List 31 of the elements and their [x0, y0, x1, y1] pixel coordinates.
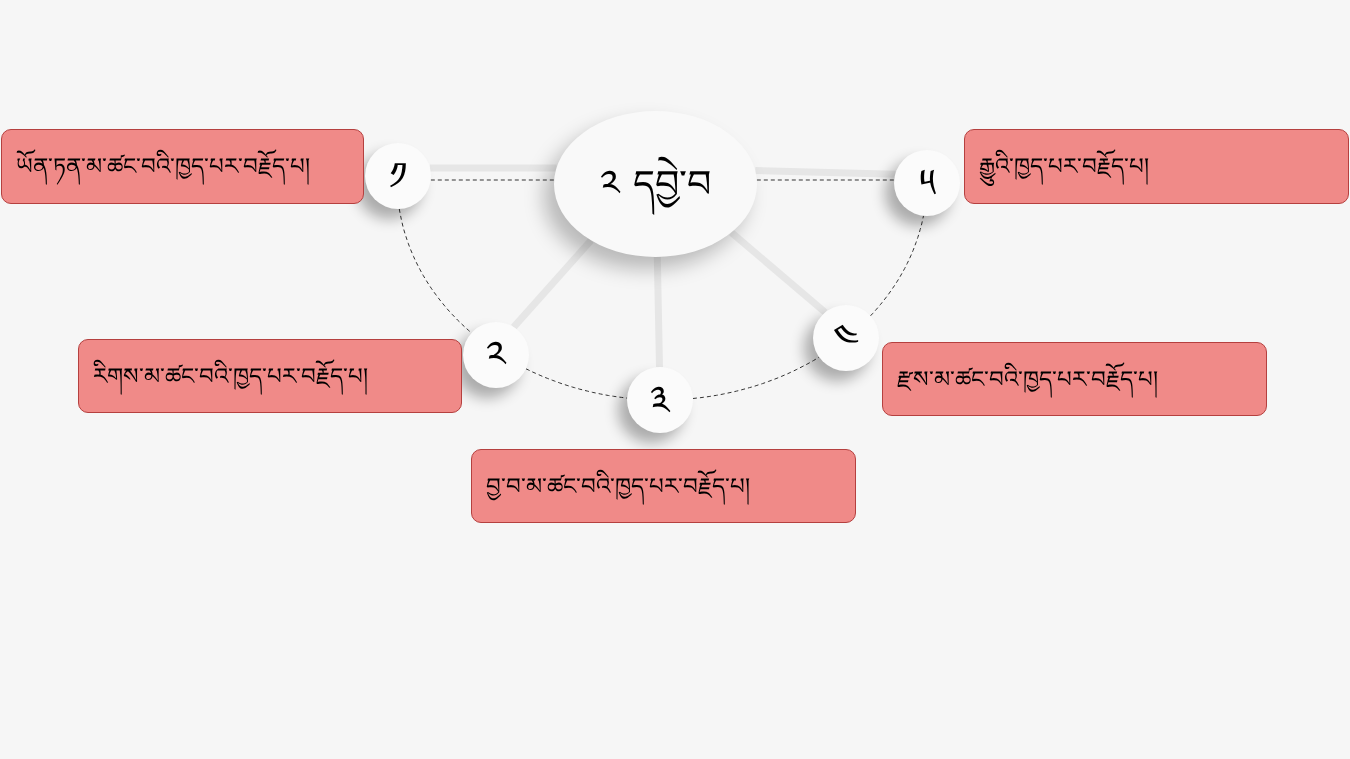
circle-number: ༤: [833, 314, 859, 362]
circle-number: ༢: [486, 331, 506, 379]
panel-text: རྒྱུའི་ཁྱད་པར་བརྗོད་པ།: [979, 148, 1149, 185]
spoke-line: [755, 167, 896, 178]
number-circle: [894, 150, 960, 216]
label-panel: [471, 449, 856, 523]
label-panel: [1, 129, 364, 204]
dashed-connector: [756, 179, 895, 181]
dashed-connector: [870, 215, 924, 317]
panel-text: རིགས་མ་ཚང་བའི་ཁྱད་པར་བརྗོད་པ།: [93, 357, 368, 395]
number-circle: [365, 143, 431, 209]
panel-text: རྫས་མ་ཚང་བའི་ཁྱད་པར་བརྗོད་པ།: [897, 360, 1158, 398]
panel-text: ཡོན་ཏན་མ་ཚང་བའི་ཁྱད་པར་བརྗོད་པ།: [16, 148, 310, 185]
ellipse-title: ༢ དབྱེ་བ: [596, 151, 715, 217]
number-circle: [813, 305, 879, 371]
panel-text: བྱ་བ་མ་ཚང་བའི་ཁྱད་པར་བརྗོད་པ།: [486, 467, 750, 505]
dashed-connector: [692, 356, 820, 399]
dashed-connector: [398, 208, 472, 334]
circle-number: ༥: [918, 159, 936, 207]
circle-number: ༡: [389, 152, 407, 200]
spoke-line: [653, 256, 663, 368]
spoke-line: [729, 229, 828, 315]
number-circle: [463, 322, 529, 388]
dashed-connector: [430, 179, 555, 181]
label-panel: [964, 129, 1349, 204]
label-panel: [882, 342, 1267, 416]
circle-number: ༣: [650, 376, 670, 424]
number-circle: [627, 367, 693, 433]
spoke-line: [430, 164, 557, 172]
spoke-line: [511, 238, 594, 330]
label-panel: [78, 339, 462, 413]
